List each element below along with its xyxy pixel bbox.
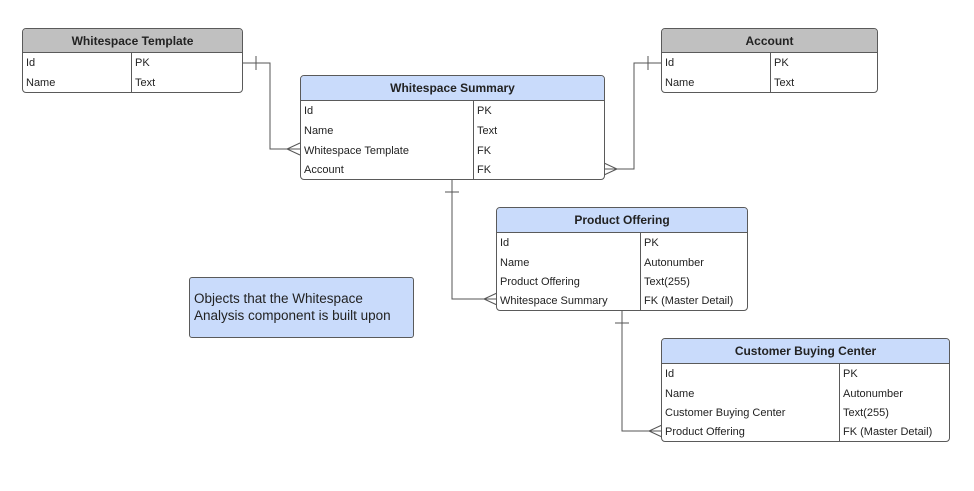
entity-row: Account FK <box>301 160 604 179</box>
diagram-note[interactable]: Objects that the Whitespace Analysis com… <box>189 277 414 338</box>
field-name: Name <box>301 121 474 141</box>
entity-account[interactable]: Account Id PK Name Text <box>661 28 878 93</box>
entity-row: Name Autonumber <box>662 384 949 403</box>
field-name: Id <box>301 101 474 121</box>
entity-row: Product Offering FK (Master Detail) <box>662 422 949 441</box>
entity-row: Name Text <box>662 73 877 92</box>
entity-row: Id PK <box>301 101 604 121</box>
field-type: Text(255) <box>644 275 690 288</box>
field-type: FK <box>477 144 492 157</box>
entity-product-offering[interactable]: Product Offering Id PK Name Autonumber P… <box>496 207 748 311</box>
connector-offering-cbc <box>615 311 663 438</box>
entity-row: Id PK <box>662 364 949 384</box>
field-type: PK <box>644 237 659 249</box>
connector-summary-offering <box>445 180 498 306</box>
entity-title: Whitespace Summary <box>301 76 604 101</box>
field-name: Id <box>497 233 641 253</box>
field-type: PK <box>135 57 150 69</box>
entity-title: Customer Buying Center <box>662 339 949 364</box>
entity-row: Product Offering Text(255) <box>497 272 747 291</box>
entity-row: Customer Buying Center Text(255) <box>662 403 949 422</box>
entity-customer-buying-center[interactable]: Customer Buying Center Id PK Name Autonu… <box>661 338 950 442</box>
field-type: FK <box>477 163 492 176</box>
entity-row: Whitespace Template FK <box>301 141 604 160</box>
field-type: Text <box>135 76 156 89</box>
field-name: Whitespace Summary <box>497 291 641 310</box>
field-name: Product Offering <box>497 272 641 291</box>
connector-account-summary <box>603 56 662 176</box>
field-name: Customer Buying Center <box>662 403 840 422</box>
field-name: Name <box>662 384 840 403</box>
field-type: PK <box>477 105 492 117</box>
field-name: Id <box>662 364 840 384</box>
entity-whitespace-summary[interactable]: Whitespace Summary Id PK Name Text White… <box>300 75 605 180</box>
field-type: Autonumber <box>843 387 903 400</box>
field-type: Text <box>477 125 498 137</box>
field-name: Name <box>662 73 771 92</box>
field-name: Id <box>23 53 132 73</box>
field-type: Autonumber <box>644 256 704 269</box>
entity-title: Whitespace Template <box>23 29 242 53</box>
field-name: Product Offering <box>662 422 840 441</box>
field-type: PK <box>843 368 858 380</box>
field-type: Text <box>774 76 795 89</box>
field-type: PK <box>774 57 789 69</box>
entity-row: Id PK <box>497 233 747 253</box>
note-line: Analysis component is built upon <box>194 308 391 323</box>
entity-row: Whitespace Summary FK (Master Detail) <box>497 291 747 310</box>
entity-whitespace-template[interactable]: Whitespace Template Id PK Name Text <box>22 28 243 93</box>
connector-template-summary <box>242 56 301 156</box>
field-type: Text(255) <box>843 406 889 419</box>
field-name: Whitespace Template <box>301 141 474 160</box>
field-name: Name <box>23 73 132 92</box>
entity-row: Id PK <box>662 53 877 73</box>
entity-title: Account <box>662 29 877 53</box>
entity-row: Id PK <box>23 53 242 73</box>
field-name: Name <box>497 253 641 272</box>
field-type: FK (Master Detail) <box>644 294 734 307</box>
entity-row: Name Text <box>301 121 604 141</box>
entity-row: Name Text <box>23 73 242 92</box>
entity-row: Name Autonumber <box>497 253 747 272</box>
note-line: Objects that the Whitespace <box>194 291 363 306</box>
field-name: Id <box>662 53 771 73</box>
field-name: Account <box>301 160 474 179</box>
field-type: FK (Master Detail) <box>843 425 933 438</box>
entity-title: Product Offering <box>497 208 747 233</box>
